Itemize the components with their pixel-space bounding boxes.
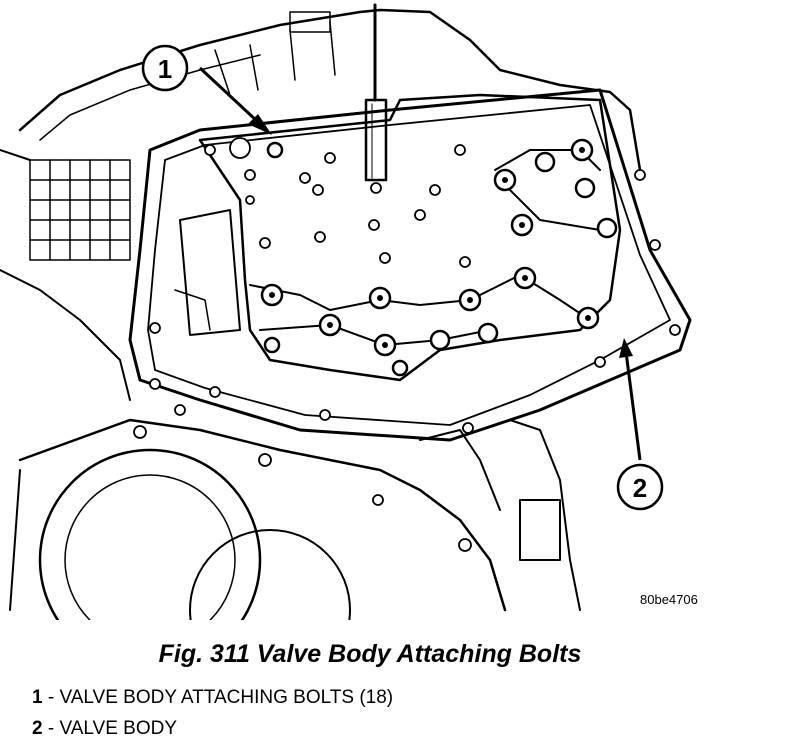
valve-body-bolts (260, 138, 618, 377)
legend-item-text: - VALVE BODY (42, 718, 178, 739)
legend-item: 1 - VALVE BODY ATTACHING BOLTS (18) (32, 682, 393, 713)
valve-body-diagram: 1 2 (0, 3, 692, 620)
legend-item-number: 1 (32, 687, 43, 708)
callout-1-number: 1 (158, 54, 172, 84)
transmission-case-lower (18, 418, 507, 612)
housing-ribs (29, 159, 131, 261)
callout-2-number: 2 (633, 473, 647, 503)
legend: 1 - VALVE BODY ATTACHING BOLTS (18) 2 - … (32, 682, 393, 744)
legend-item-text: - VALVE BODY ATTACHING BOLTS (18) (42, 687, 394, 708)
image-code: 80be4706 (640, 592, 698, 607)
callout-2: 2 (616, 338, 664, 511)
valve-body-plate (198, 93, 622, 382)
tool-shaft (364, 3, 388, 182)
legend-item-number: 2 (32, 718, 43, 739)
figure-caption: Fig. 311 Valve Body Attaching Bolts (158, 640, 582, 668)
callout-1: 1 (141, 44, 272, 135)
legend-item: 2 - VALVE BODY (32, 713, 393, 744)
oil-pan-flange (128, 88, 692, 442)
transmission-housing-upper (18, 8, 642, 172)
